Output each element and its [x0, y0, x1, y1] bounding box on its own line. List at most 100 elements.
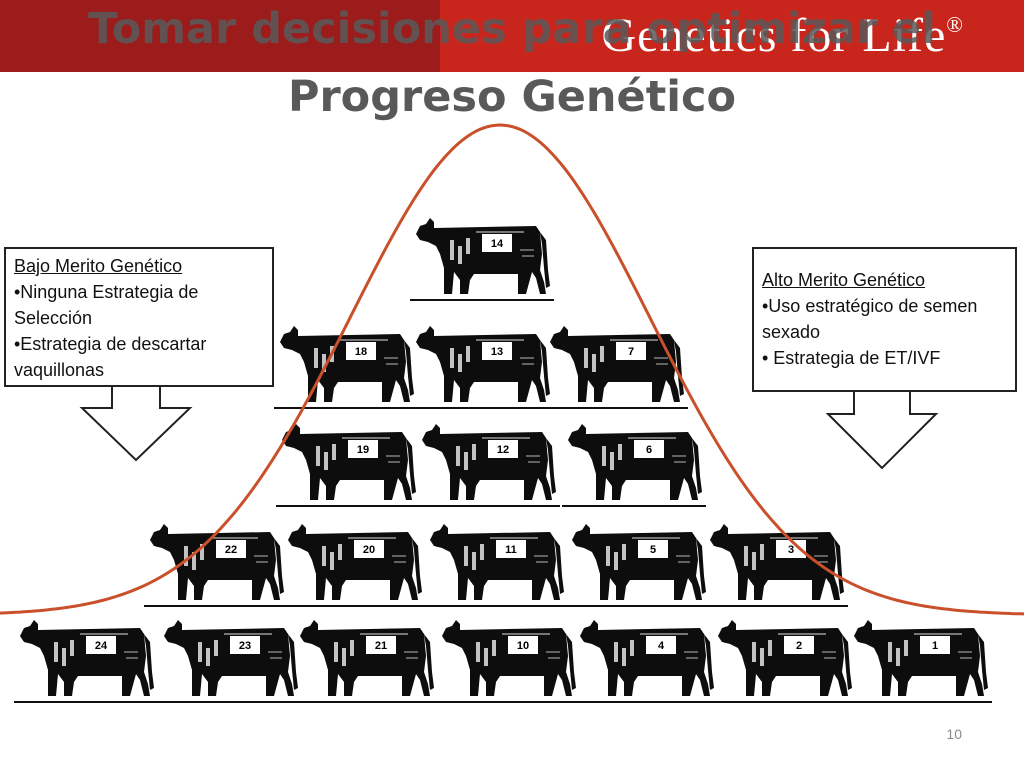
cow-silhouette	[149, 523, 285, 601]
cow-7: 7	[549, 325, 685, 403]
cow-number: 1	[932, 640, 938, 652]
cow-number: 14	[491, 238, 504, 250]
high-merit-box: Alto Merito Genético •Uso estratégico de…	[752, 247, 1017, 392]
cow-number-box	[616, 342, 646, 360]
cow-number-box	[348, 440, 378, 458]
low-merit-box: Bajo Merito Genético •Ninguna Estrategia…	[4, 247, 274, 387]
brand-mark: ®	[946, 12, 964, 37]
low-merit-title: Bajo Merito Genético	[14, 256, 183, 276]
cow-silhouette	[415, 325, 551, 403]
cow-11: 11	[429, 523, 565, 601]
banner-right	[440, 0, 1024, 72]
cow-silhouette	[709, 523, 845, 601]
cow-number: 22	[225, 544, 237, 556]
cow-silhouette	[579, 619, 715, 697]
cow-silhouette	[429, 523, 565, 601]
cow-silhouette	[717, 619, 853, 697]
cow-number-box	[776, 540, 806, 558]
cow-number-box	[920, 636, 950, 654]
title-line-1: Tomar decisiones para optimizar el	[88, 4, 936, 54]
cow-21: 21	[299, 619, 435, 697]
cow-number-box	[508, 636, 538, 654]
cow-number: 24	[95, 640, 108, 652]
cow-number: 21	[375, 640, 387, 652]
cow-number: 20	[363, 544, 375, 556]
cow-number: 5	[650, 544, 656, 556]
slide-title: Tomar decisiones para optimizar el Progr…	[40, 4, 984, 122]
page-number: 10	[946, 726, 962, 742]
cow-13: 13	[415, 325, 551, 403]
cow-3: 3	[709, 523, 845, 601]
cow-6: 6	[567, 423, 703, 501]
cow-number: 3	[788, 544, 794, 556]
cow-23: 23	[163, 619, 299, 697]
cow-number: 10	[517, 640, 529, 652]
cow-silhouette	[441, 619, 577, 697]
cow-number-box	[482, 342, 512, 360]
cow-number-box	[354, 540, 384, 558]
cow-number-box	[496, 540, 526, 558]
cow-22: 22	[149, 523, 285, 601]
cow-silhouette	[567, 423, 703, 501]
cow-number-box	[482, 234, 512, 252]
cow-silhouette	[549, 325, 685, 403]
cow-number: 12	[497, 444, 509, 456]
left-down-arrow	[79, 386, 193, 462]
cow-number-box	[784, 636, 814, 654]
cow-24: 24	[19, 619, 155, 697]
brand-text: Genetics for Life	[601, 9, 947, 62]
cow-14: 14	[415, 217, 551, 295]
ground-lines	[14, 299, 992, 703]
cow-12: 12	[421, 423, 557, 501]
cow-18: 18	[279, 325, 415, 403]
cow-number: 6	[646, 444, 652, 456]
cow-number: 4	[658, 640, 665, 652]
cow-silhouette	[19, 619, 155, 697]
cow-silhouette	[571, 523, 707, 601]
cow-silhouette	[415, 217, 551, 295]
cow-number-box	[646, 636, 676, 654]
cow-number: 2	[796, 640, 802, 652]
cow-number: 23	[239, 640, 251, 652]
cow-number: 13	[491, 346, 503, 358]
header-banner: Genetics for Life®	[0, 0, 1024, 72]
cow-4: 4	[579, 619, 715, 697]
low-merit-item-2: •Estrategia de descartar vaquillonas	[14, 334, 207, 380]
arrows-layer	[79, 386, 939, 470]
cow-silhouette	[421, 423, 557, 501]
cow-number: 7	[628, 346, 634, 358]
cow-number-box	[366, 636, 396, 654]
cow-number-box	[346, 342, 376, 360]
cow-2: 2	[717, 619, 853, 697]
cow-1: 1	[853, 619, 989, 697]
cow-number: 11	[505, 544, 517, 556]
high-merit-item-1: •Uso estratégico de semen sexado	[762, 296, 978, 342]
cow-number-box	[638, 540, 668, 558]
right-down-arrow	[825, 392, 939, 470]
brand-logo: Genetics for Life®	[601, 8, 964, 63]
cow-20: 20	[287, 523, 423, 601]
cow-silhouette	[299, 619, 435, 697]
low-merit-item-1: •Ninguna Estrategia de Selección	[14, 282, 199, 328]
title-line-2: Progreso Genético	[287, 72, 737, 122]
cow-number-box	[634, 440, 664, 458]
cow-number-box	[86, 636, 116, 654]
cow-5: 5	[571, 523, 707, 601]
cow-silhouette	[287, 523, 423, 601]
cow-number: 19	[357, 444, 369, 456]
cow-silhouette	[853, 619, 989, 697]
banner-left	[0, 0, 440, 72]
cow-number: 18	[355, 346, 367, 358]
cow-silhouette	[279, 325, 415, 403]
cow-silhouette	[163, 619, 299, 697]
cow-silhouette	[281, 423, 417, 501]
cow-number-box	[488, 440, 518, 458]
cow-number-box	[230, 636, 260, 654]
high-merit-title: Alto Merito Genético	[762, 270, 926, 290]
cow-10: 10	[441, 619, 577, 697]
bell-curve	[0, 123, 1024, 616]
cow-number-box	[216, 540, 246, 558]
high-merit-item-2: • Estrategia de ET/IVF	[762, 348, 941, 368]
